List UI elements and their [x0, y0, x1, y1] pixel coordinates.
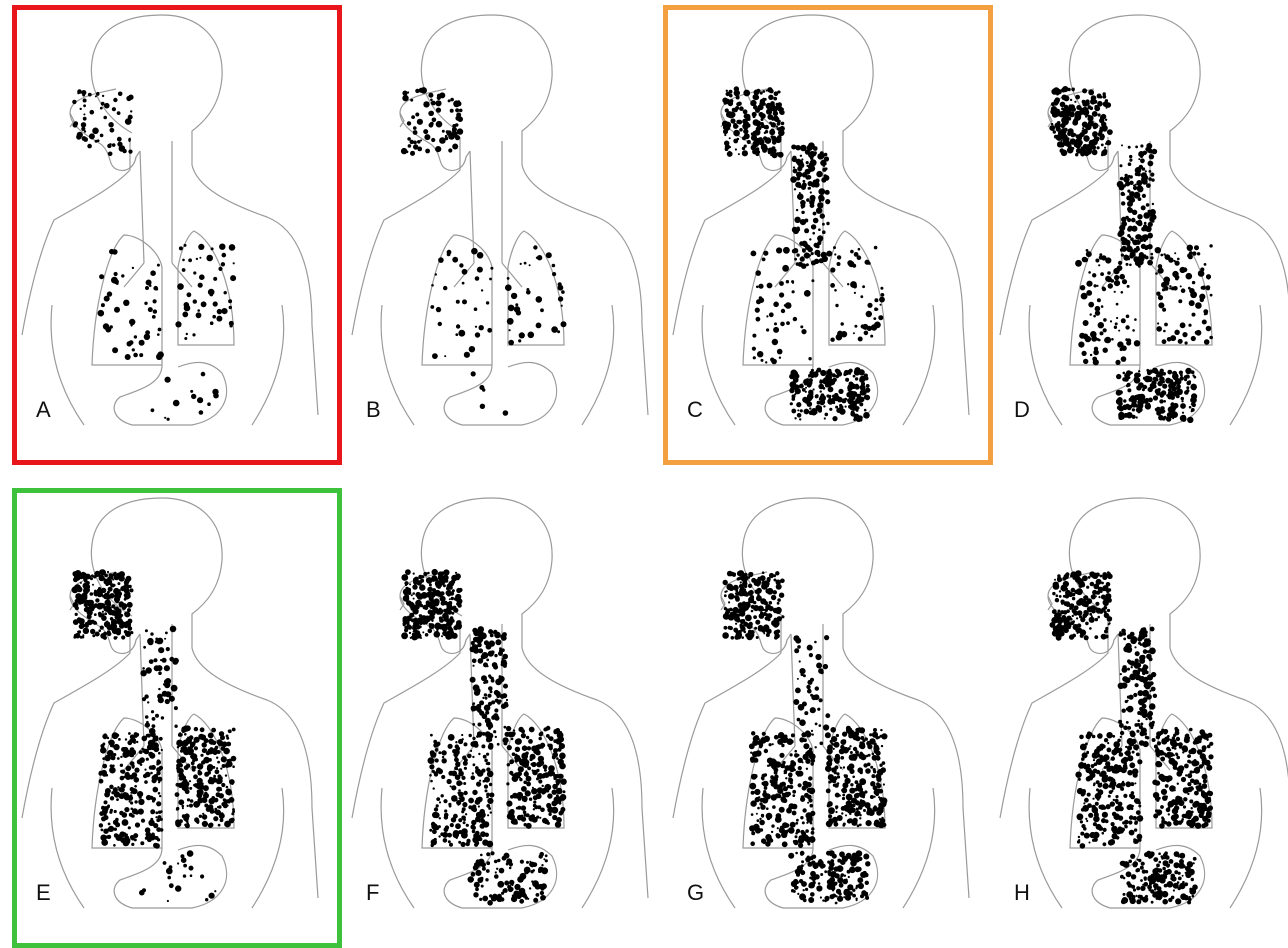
panel-label: F [366, 882, 379, 904]
highlight-frame [342, 488, 672, 948]
highlight-frame [342, 5, 672, 465]
panel-label: E [36, 882, 51, 904]
highlight-frame [12, 488, 342, 948]
panel-e: E [12, 488, 342, 948]
panel-b: B [342, 5, 672, 465]
highlight-frame [990, 5, 1288, 465]
highlight-frame [12, 5, 342, 465]
panel-label: C [687, 399, 703, 421]
panel-label: B [366, 399, 381, 421]
panel-f: F [342, 488, 672, 948]
panel-a: A [12, 5, 342, 465]
panel-g: G [663, 488, 993, 948]
highlight-frame [663, 488, 993, 948]
highlight-frame [663, 5, 993, 465]
panel-label: D [1014, 399, 1030, 421]
panel-c: C [663, 5, 993, 465]
panel-label: G [687, 882, 704, 904]
panel-h: H [990, 488, 1288, 948]
panel-label: A [36, 399, 51, 421]
panel-d: D [990, 5, 1288, 465]
